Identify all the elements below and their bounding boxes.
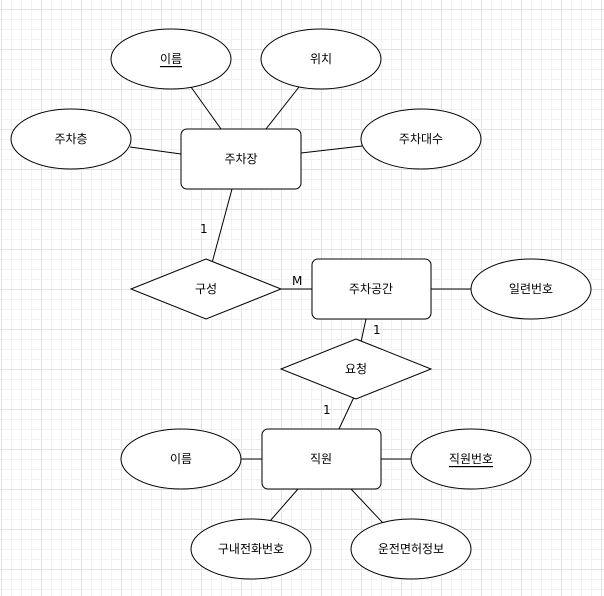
entity-parking-space[interactable]: 주차공간	[311, 258, 432, 320]
edge-employee-phone	[269, 488, 299, 522]
edge-request-employee	[338, 396, 355, 430]
entity-employee-label: 직원	[310, 452, 332, 466]
edge-lotname-parkinglot	[190, 86, 222, 130]
cardinality-space-request: 1	[373, 323, 381, 337]
edge-parkingspace-request	[360, 318, 367, 343]
cardinality-request-employee: 1	[323, 403, 331, 417]
attribute-capacity-label: 주차대수	[399, 132, 443, 146]
attribute-employee-name-label: 이름	[170, 452, 192, 466]
entity-parking-lot-label: 주차장	[224, 152, 257, 166]
attribute-lot-name-label: 이름	[160, 52, 182, 66]
attribute-location-label: 위치	[310, 52, 332, 66]
relationship-composition[interactable]: 구성	[129, 258, 283, 320]
edge-parkinglot-composition	[211, 188, 233, 264]
edge-floors-parkinglot	[129, 146, 182, 155]
edge-capacity-parkinglot	[300, 145, 363, 154]
attribute-extension-phone[interactable]: 구내전화번호	[190, 518, 312, 580]
attribute-extension-phone-label: 구내전화번호	[218, 542, 284, 556]
entity-parking-space-label: 주차공간	[349, 282, 393, 296]
attribute-serial-number[interactable]: 일련번호	[470, 258, 592, 320]
relationship-composition-label: 구성	[195, 282, 217, 296]
attribute-floors-label: 주차층	[54, 132, 87, 146]
attribute-location[interactable]: 위치	[260, 28, 382, 90]
edge-employee-license	[350, 488, 384, 524]
attribute-floors[interactable]: 주차층	[10, 108, 132, 170]
attribute-serial-number-label: 일련번호	[509, 282, 553, 296]
attribute-lot-name[interactable]: 이름	[110, 28, 232, 90]
attribute-license-info[interactable]: 운전면허정보	[350, 518, 472, 580]
attribute-capacity[interactable]: 주차대수	[360, 108, 482, 170]
edge-location-parkinglot	[265, 86, 300, 130]
relationship-request[interactable]: 요청	[279, 338, 433, 400]
attribute-employee-id[interactable]: 직원번호	[410, 428, 532, 490]
relationship-request-label: 요청	[345, 362, 367, 376]
entity-employee[interactable]: 직원	[261, 428, 382, 490]
attribute-employee-name[interactable]: 이름	[120, 428, 242, 490]
entity-parking-lot[interactable]: 주차장	[180, 128, 302, 190]
cardinality-lot-composition: 1	[200, 222, 208, 236]
attribute-employee-id-label: 직원번호	[449, 452, 493, 466]
cardinality-composition-space: M	[292, 274, 302, 288]
attribute-license-info-label: 운전면허정보	[378, 542, 444, 556]
